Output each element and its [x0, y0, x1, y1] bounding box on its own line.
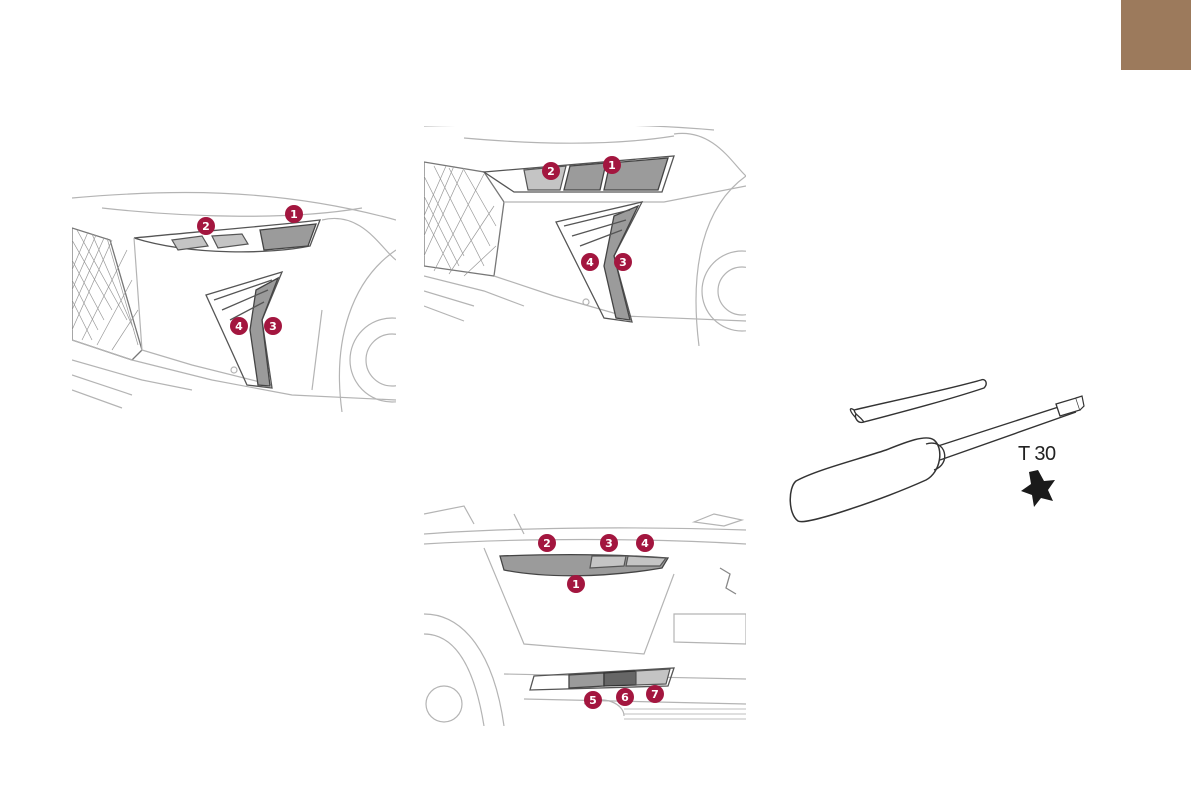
grille-mesh [424, 162, 504, 276]
label-badge: 1 [567, 575, 585, 593]
front-lights-figure-b: 1 2 3 4 [424, 126, 746, 346]
svg-text:3: 3 [619, 256, 627, 269]
svg-text:1: 1 [572, 578, 580, 591]
section-tab [1121, 0, 1191, 70]
label-badge: 4 [230, 317, 248, 335]
label-badge: 1 [285, 205, 303, 223]
svg-text:3: 3 [269, 320, 277, 333]
label-badge: 6 [616, 688, 634, 706]
svg-text:1: 1 [290, 208, 298, 221]
label-badge: 1 [603, 156, 621, 174]
tail-lamp [500, 555, 668, 576]
rear-lights-figure: 1 2 3 4 5 6 7 [424, 504, 746, 726]
label-badge: 2 [197, 217, 215, 235]
svg-text:1: 1 [608, 159, 616, 172]
svg-text:6: 6 [621, 691, 629, 704]
grille-mesh [72, 228, 142, 360]
label-badge: 7 [646, 685, 664, 703]
label-badge: 2 [538, 534, 556, 552]
label-badge: 3 [600, 534, 618, 552]
label-badge: 4 [636, 534, 654, 552]
svg-text:4: 4 [586, 256, 594, 269]
label-badge: 3 [264, 317, 282, 335]
label-badge: 4 [581, 253, 599, 271]
label-badge: 2 [542, 162, 560, 180]
svg-text:4: 4 [235, 320, 243, 333]
svg-text:3: 3 [605, 537, 613, 550]
lever-tool-icon [850, 380, 986, 423]
svg-text:2: 2 [543, 537, 551, 550]
label-badge: 5 [584, 691, 602, 709]
svg-text:5: 5 [589, 694, 597, 707]
torx-bit-label: T 30 [1018, 443, 1056, 466]
svg-text:4: 4 [641, 537, 649, 550]
svg-text:7: 7 [651, 688, 659, 701]
label-badge: 3 [614, 253, 632, 271]
svg-text:2: 2 [547, 165, 555, 178]
svg-text:2: 2 [202, 220, 210, 233]
torx-star-icon [1021, 470, 1055, 507]
front-lights-figure-a: 1 2 3 4 [72, 190, 396, 412]
